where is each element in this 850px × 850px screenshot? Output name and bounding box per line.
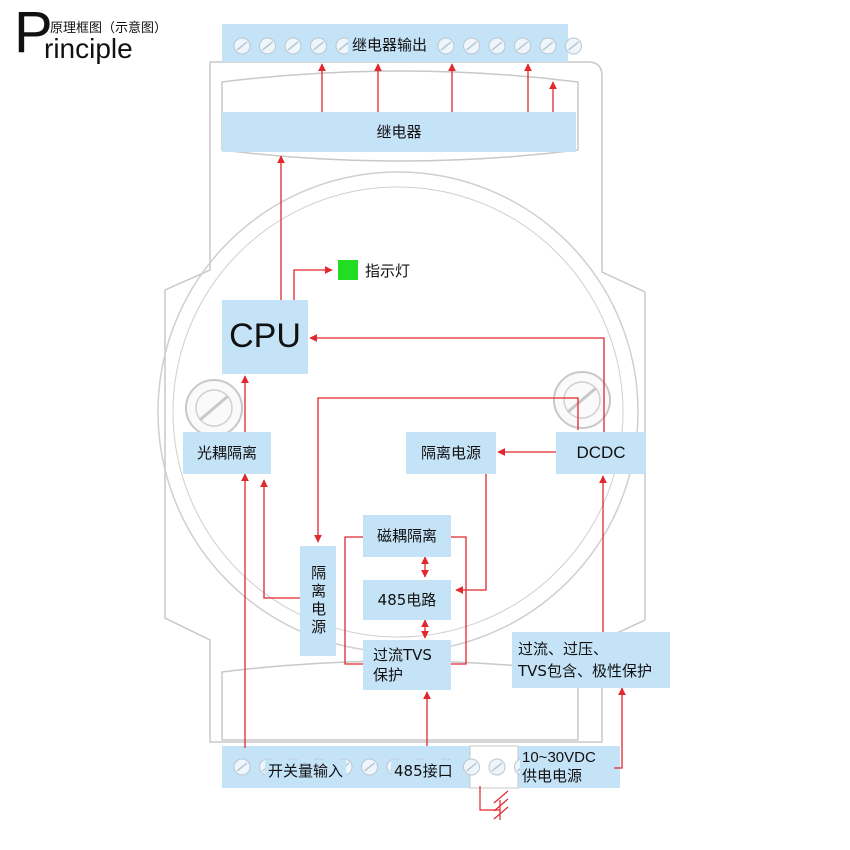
- overcurrent-tvs-line2: 保护: [373, 666, 404, 684]
- terminal-screw-slot: [287, 41, 299, 51]
- opto-isolation-block: 光耦隔离: [183, 432, 271, 474]
- rs485-port-label: 485接口: [391, 760, 456, 781]
- brand-initial: P: [14, 0, 53, 65]
- isolated-power-vertical-label: 隔离电源: [309, 565, 328, 637]
- terminal-screw-slot: [466, 41, 477, 51]
- terminal-screw-slot: [491, 41, 503, 51]
- overcurrent-tvs-block: 过流TVS 保护: [363, 640, 451, 690]
- terminal-screw-slot: [568, 41, 579, 51]
- digital-input-label: 开关量输入: [265, 760, 347, 781]
- supply-label: 10~30VDC 供电电源: [520, 746, 612, 788]
- power-protection-line1: 过流、过压、: [518, 639, 609, 658]
- terminal-screw-slot: [542, 41, 554, 51]
- terminal-screw-slot: [313, 41, 324, 51]
- signal-arrows: [241, 63, 626, 769]
- relay-output-label: 继电器输出: [348, 34, 432, 55]
- power-protection-line2: TVS包含、极性保护: [518, 662, 652, 680]
- terminal-screw-slot: [491, 762, 503, 772]
- magnetic-isolation-block: 磁耦隔离: [363, 515, 451, 557]
- terminal-screw-slot: [236, 41, 248, 51]
- terminal-screw-slot: [517, 41, 528, 51]
- rs485-circuit-block: 485电路: [363, 580, 451, 620]
- relay-block: 继电器: [222, 112, 576, 152]
- supply-line2: 供电电源: [522, 767, 583, 785]
- overcurrent-tvs-line1: 过流TVS: [373, 645, 432, 664]
- brand-subtitle: 原理框图（示意图）: [50, 21, 168, 36]
- terminal-screw-slot: [364, 762, 375, 772]
- terminal-screw-slot: [236, 762, 248, 772]
- terminal-screw-slot: [440, 41, 452, 51]
- dcdc-block: DCDC: [556, 432, 646, 474]
- isolated-power-block: 隔离电源: [406, 432, 496, 474]
- screw-right-icon: [553, 371, 611, 429]
- screw-left-icon: [185, 379, 243, 437]
- cpu-block: CPU: [222, 300, 308, 374]
- ground-icon: [479, 786, 509, 820]
- supply-line1: 10~30VDC: [522, 748, 596, 766]
- isolated-power-vertical-block: 隔离电源: [300, 546, 336, 656]
- brand-word: rinciple: [44, 33, 133, 64]
- terminal-screw-slot: [262, 41, 273, 51]
- terminal-screw-slot: [466, 762, 477, 772]
- indicator-label: 指示灯: [365, 262, 411, 280]
- terminal-screw-slot: [338, 41, 350, 51]
- indicator-lamp: [338, 260, 358, 280]
- power-protection-block: 过流、过压、 TVS包含、极性保护: [512, 632, 670, 688]
